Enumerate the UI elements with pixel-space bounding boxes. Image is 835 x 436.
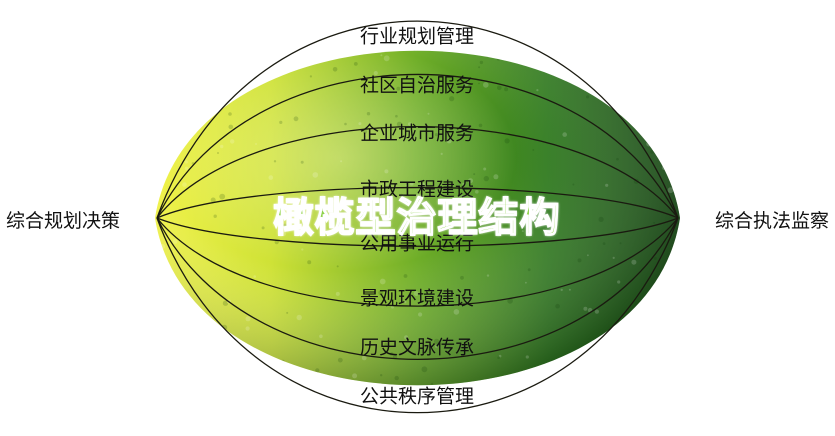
segment-label-3: 企业城市服务 (359, 122, 475, 145)
left-node-label: 综合规划决策 (6, 210, 121, 232)
segment-label-7: 历史文脉传承 (359, 336, 475, 359)
segment-label-1: 行业规划管理 (359, 25, 475, 48)
segment-line-7 (156, 217, 679, 361)
segment-label-5: 公用事业运行 (359, 232, 475, 255)
segment-lines (156, 20, 679, 414)
diagram-title: 橄榄型治理结构 (273, 195, 561, 241)
segment-line-4 (156, 186, 679, 219)
segment-line-8 (156, 217, 679, 414)
segment-line-1 (156, 20, 679, 219)
segment-line-2 (156, 73, 679, 219)
segment-label-2: 社区自治服务 (359, 74, 475, 97)
segment-line-5 (156, 217, 679, 247)
segment-label-8: 公共秩序管理 (359, 385, 475, 408)
segment-label-6: 景观环境建设 (359, 287, 475, 310)
segment-line-6 (156, 217, 679, 307)
segment-label-4: 市政工程建设 (359, 178, 475, 201)
right-node-label: 综合执法监察 (714, 210, 829, 232)
segment-line-3 (156, 126, 679, 219)
